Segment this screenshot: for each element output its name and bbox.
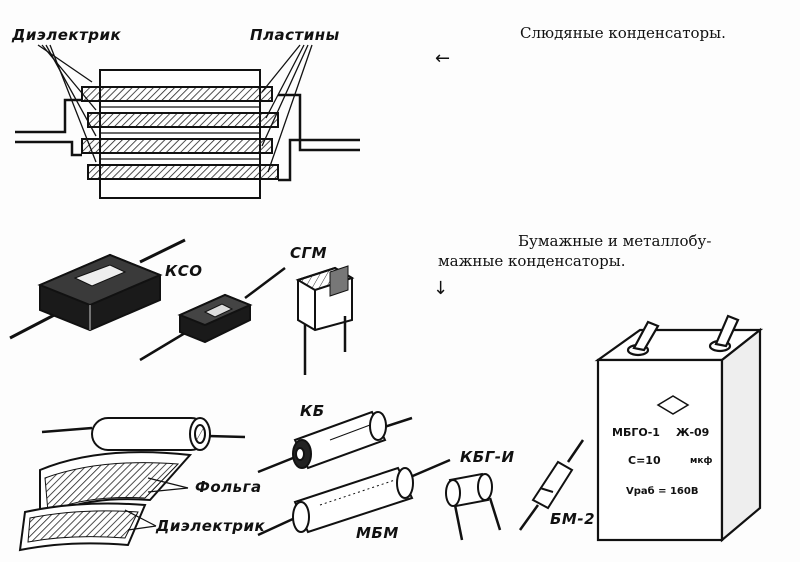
- label-kso: КСО: [165, 262, 203, 280]
- mica-title: Слюдяные конденсаторы.: [520, 24, 726, 42]
- sgm-capacitor: [295, 265, 355, 375]
- kso-capacitor: [9, 238, 186, 340]
- kbg-i-capacitor: [445, 472, 502, 541]
- label-dielectric-bottom: Диэлектрик: [156, 517, 266, 535]
- label-mbm: МБМ: [356, 524, 399, 542]
- bm2-capacitor: [518, 439, 585, 531]
- paper-capacitor-rolled: [18, 417, 246, 552]
- paper-title-line1: Бумажные и металлобу-: [518, 232, 712, 250]
- plate-2: [87, 112, 279, 128]
- label-bm2: БМ-2: [550, 510, 596, 528]
- plate-3: [81, 138, 273, 154]
- label-foil: Фольга: [195, 478, 262, 496]
- mbgo-capacitor-can: [594, 314, 764, 543]
- mbgo-voltage: Vраб = 160В: [626, 486, 699, 497]
- label-kb: КБ: [300, 402, 325, 420]
- paper-title-line2: мажные конденсаторы.: [438, 252, 626, 270]
- mbgo-capacitance: C=10: [628, 454, 661, 467]
- label-kbg-i: КБГ-И: [460, 448, 515, 466]
- kb-capacitor: [257, 410, 413, 474]
- label-plates: Пластины: [250, 26, 340, 44]
- plate-4: [87, 164, 279, 180]
- mica-capacitor-section: [15, 44, 360, 199]
- left-arrow-icon: ←: [435, 48, 451, 69]
- down-arrow-icon: ↓: [433, 278, 449, 299]
- label-sgm: СГМ: [290, 244, 327, 262]
- small-block-capacitor: [139, 267, 286, 362]
- mbm-capacitor: [257, 458, 451, 537]
- plate-1: [81, 86, 273, 102]
- label-dielectric-top: Диэлектрик: [12, 26, 122, 44]
- mbgo-unit: мкф: [690, 456, 713, 466]
- mbgo-model: МБГО-1: [612, 426, 660, 439]
- mbgo-code: Ж-09: [676, 426, 710, 439]
